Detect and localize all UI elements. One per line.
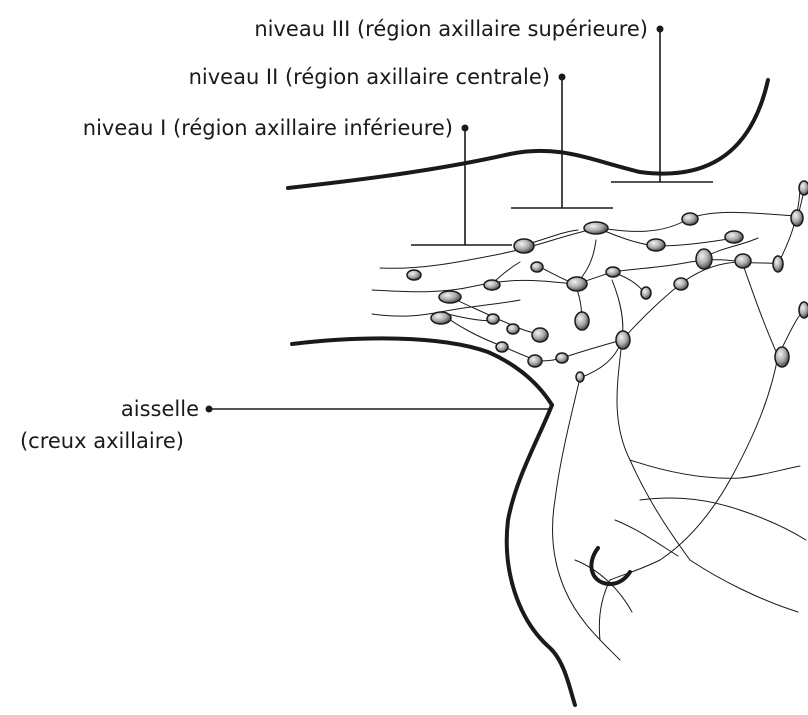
lymph-node [696, 249, 712, 269]
lymph-node [791, 210, 803, 226]
lymph-node [487, 314, 499, 324]
arm-contour [292, 338, 552, 405]
armpit-label: aisselle [121, 397, 199, 421]
lymph-node [567, 277, 587, 291]
lymph-node [575, 312, 589, 330]
lymph-node [799, 302, 808, 318]
lymph-node [725, 231, 743, 243]
lymph-nodes [407, 181, 808, 382]
lymph-node [674, 278, 688, 290]
lymph-node [682, 213, 698, 225]
lymph-node [496, 342, 508, 352]
lymph-node [484, 280, 500, 290]
level2-label: niveau II (région axillaire centrale) [189, 65, 550, 89]
armpit-dot [206, 406, 213, 413]
level3-dot [657, 26, 664, 33]
level2-dot [559, 74, 566, 81]
lymph-node [528, 355, 542, 367]
lymph-node [775, 347, 789, 367]
lymph-node [532, 328, 548, 342]
lymph-node [616, 331, 630, 349]
level1-label: niveau I (région axillaire inférieure) [83, 116, 453, 140]
level3-label: niveau III (région axillaire supérieure) [254, 17, 648, 41]
lymph-node [407, 270, 421, 280]
lymph-node [507, 324, 519, 334]
lymph-node [556, 353, 568, 363]
lymph-node [647, 239, 665, 251]
nipple [591, 548, 630, 584]
lymph-node [531, 262, 543, 272]
level1-dot [462, 125, 469, 132]
lymph-node [606, 267, 620, 277]
lymph-node [431, 312, 451, 324]
body-outline [288, 80, 768, 705]
chest-contour [507, 405, 575, 705]
lymph-node [439, 291, 461, 303]
lymph-node [584, 222, 608, 234]
lymph-node [641, 287, 651, 299]
lymph-node [773, 256, 783, 272]
armpit-sublabel: (creux axillaire) [20, 429, 184, 453]
lymph-node [576, 372, 584, 382]
lymph-node [735, 254, 751, 268]
lymph-node [799, 181, 808, 195]
lymph-node [514, 239, 534, 253]
